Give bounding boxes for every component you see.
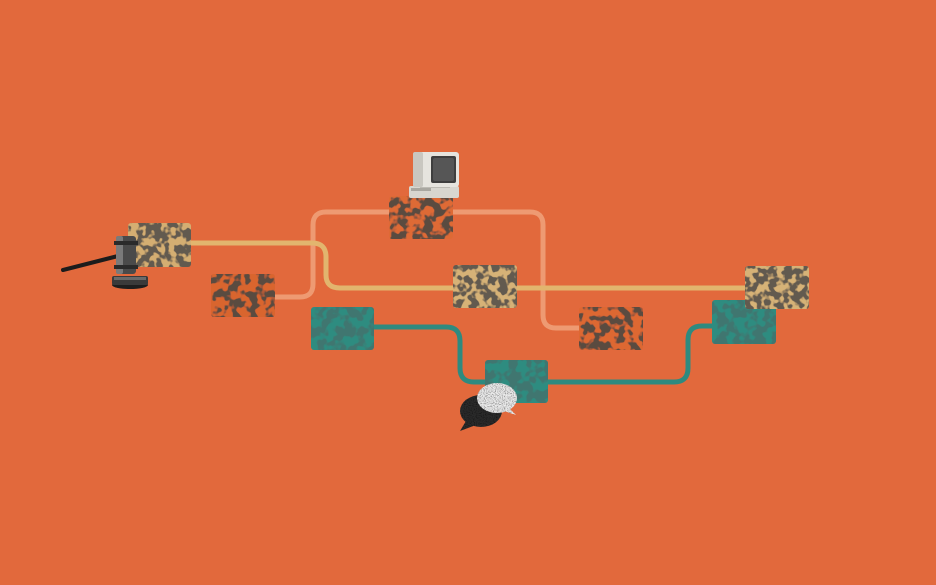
teal-block-3 [712, 300, 776, 344]
teal-connector-path [371, 323, 718, 385]
tan-block-1 [128, 223, 191, 267]
tan-block-2 [453, 265, 517, 308]
speech-bubbles-icon [460, 383, 517, 431]
computer-icon [409, 152, 459, 198]
tan-block-3 [745, 266, 809, 309]
orange-block-2 [389, 196, 453, 239]
orange-block-1 [211, 274, 275, 317]
teal-block-1 [311, 307, 374, 350]
orange-block-3 [579, 307, 643, 350]
tan-connector-path [187, 240, 753, 291]
gavel-icon [61, 236, 148, 289]
